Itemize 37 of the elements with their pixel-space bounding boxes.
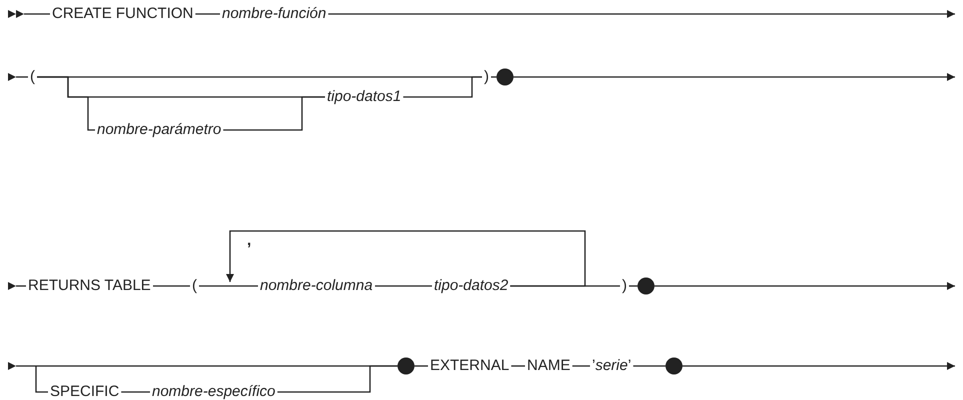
syntax-line [328,10,955,18]
syntax-line [199,285,258,287]
syntax-line [374,285,432,287]
syntax-line [16,285,26,287]
syntax-line [37,76,95,131]
start-arrow-icon [8,10,24,18]
syntax-line [572,365,590,367]
syntax-line [403,76,482,98]
syntax-line [277,365,398,393]
start-arrow-icon [8,362,16,370]
syntax-line [633,365,666,367]
syntax-bullet [638,278,654,294]
syntax-line [514,73,955,81]
syntax-line [682,362,955,370]
syntax-line [511,365,525,367]
syntax-bullet [666,358,682,374]
syntax-line [35,366,48,393]
syntax-line [195,13,220,15]
syntax-keyword: ) [620,277,629,295]
start-arrow-icon [8,73,16,81]
syntax-line [121,391,150,393]
syntax-line [226,230,586,287]
syntax-variable: nombre-parámetro [95,121,224,139]
syntax-line [16,76,28,78]
syntax-keyword: ) [482,68,491,86]
start-arrow-icon [8,282,16,290]
syntax-line [654,282,955,290]
syntax-line [24,13,50,15]
syntax-variable: tipo-datos2 [432,277,510,295]
syntax-keyword: ( [190,277,199,295]
syntax-line [414,365,428,367]
syntax-bullet [398,358,414,374]
syntax-line [152,285,190,287]
syntax-variable: nombre-específico [150,383,278,400]
syntax-line [223,96,325,131]
syntax-keyword: ( [28,68,37,86]
syntax-bullet [496,68,514,86]
